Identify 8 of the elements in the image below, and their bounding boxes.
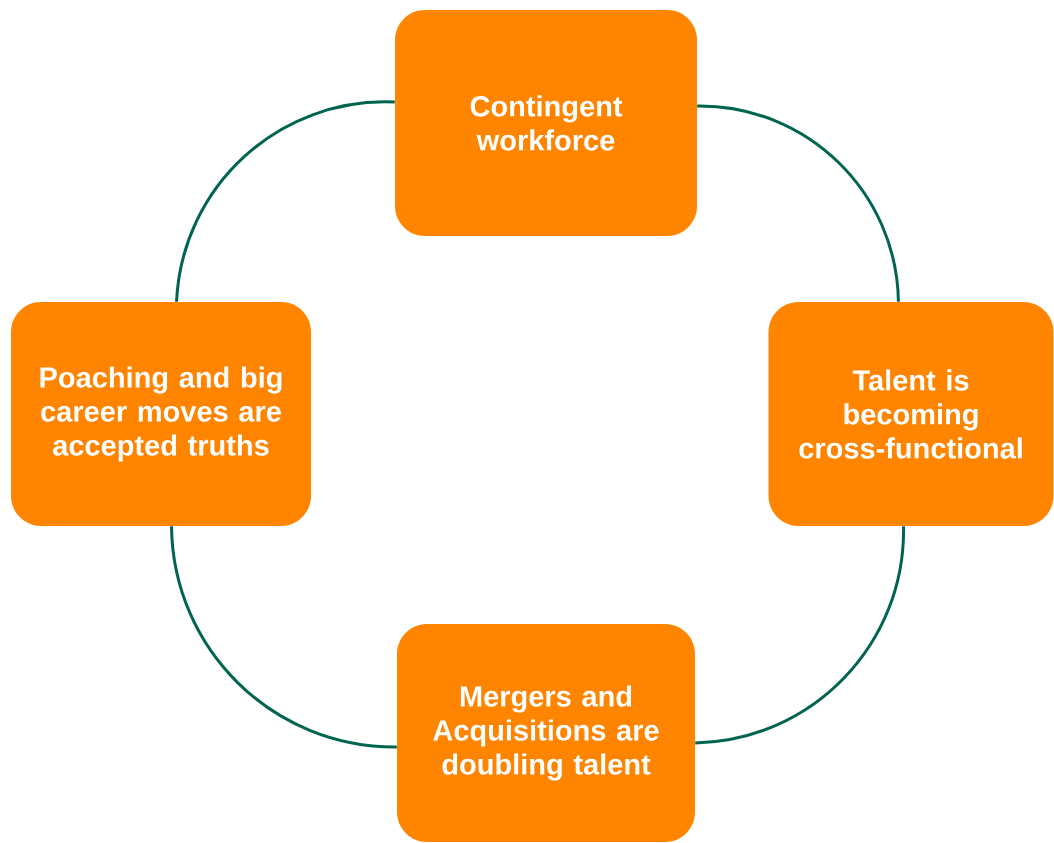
process-box: Mergers and Acquisitions are doubling talent bbox=[397, 624, 695, 842]
process-box: Poaching and big career moves are accepted truths bbox=[11, 302, 311, 526]
connector-arc bbox=[695, 526, 905, 745]
process-box: Talent is becoming cross-functional bbox=[768, 302, 1054, 526]
connector-arc bbox=[175, 100, 395, 302]
connector-arc bbox=[170, 526, 397, 749]
process-box: Contingent workforce bbox=[395, 10, 697, 236]
connector-arc bbox=[697, 104, 900, 302]
